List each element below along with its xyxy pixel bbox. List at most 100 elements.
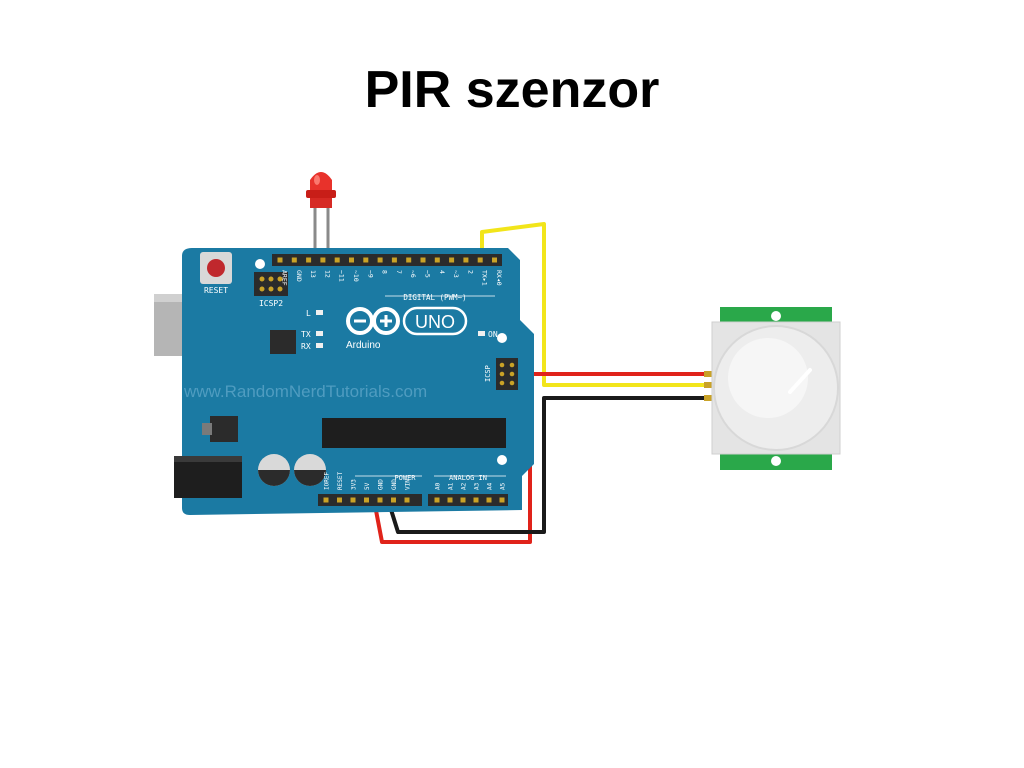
analog-pin-label: A4 [487,482,494,490]
digital-label: DIGITAL (PWM~) [403,293,466,302]
power-pin [404,497,410,503]
power-pin [337,497,342,503]
power-pin-label: RESET [337,472,344,490]
analog-label: ANALOG IN [449,474,487,482]
led-l-label: L [306,309,311,318]
atmega-chip [322,418,506,448]
digital-pin-label: 8 [381,270,389,274]
voltage-regulator [210,416,238,442]
dc-power-jack [174,456,242,498]
digital-pin [277,257,283,263]
power-pin-label: IOREF [324,472,331,490]
digital-pin [320,257,326,263]
mounting-hole [497,333,507,343]
digital-pin-label: 12 [323,270,331,278]
reset-label: RESET [204,286,228,295]
analog-pin [473,497,479,503]
digital-pin-label: ~3 [452,270,460,278]
led-rx [316,343,323,348]
power-header [318,494,422,506]
analog-pin-label: A5 [500,482,507,490]
digital-pin-label: 2 [466,270,474,274]
power-pin-label: GND [391,479,398,490]
analog-pin-label: A3 [474,482,481,490]
uno-label: UNO [415,312,455,332]
led-on [478,331,485,336]
digital-pin [449,257,455,263]
capacitor [294,454,326,486]
uno-badge [402,306,468,336]
digital-pin [377,257,383,263]
mounting-hole [497,455,507,465]
capacitor [258,454,290,486]
mounting-hole [255,259,265,269]
digital-pin-label: 13 [309,270,317,278]
on-label: ON [488,330,498,339]
digital-pin-label: RX◂0 [495,270,503,286]
analog-pin-label: A0 [435,482,442,490]
digital-pin [306,257,312,263]
power-pin-label: GND [378,479,385,490]
power-pin-label: 3V3 [351,479,358,490]
digital-pin [391,257,397,263]
digital-pin [477,257,483,263]
black-ground-wire [386,396,718,534]
digital-pin-label: 7 [395,270,403,274]
digital-pin [492,257,497,263]
led-tx-label: TX [301,330,311,339]
analog-pin [499,497,505,503]
icsp-header: ICSP [484,358,518,390]
led-l [316,310,323,315]
led-rx-label: RX [301,342,311,351]
digital-pin [349,257,354,263]
power-pin [350,497,356,503]
digital-pin [463,257,469,263]
icsp-label: ICSP [484,365,492,382]
digital-pin [406,257,412,263]
analog-pin [447,497,453,503]
digital-pin-label: ~10 [352,270,360,282]
red-led [306,172,336,262]
watermark: www.RandomNerdTutorials.com [183,382,427,401]
digital-pin-label: AREF [281,270,289,286]
yellow-signal-wire [480,222,718,387]
power-pin-label: VIN [405,479,412,490]
digital-pin-label: GND [295,270,303,282]
analog-pin [434,497,440,503]
power-pin [323,497,329,503]
digital-pin-label: ~11 [338,270,346,282]
analog-header [428,494,508,506]
arduino-logo-icon [346,307,400,335]
digital-pin [363,257,369,263]
digital-pin-label: ~6 [409,270,417,278]
digital-header [272,254,502,266]
slide-title: PIR szenzor [364,61,660,119]
digital-pin-label: ~9 [366,270,374,278]
analog-pin-label: A1 [448,482,455,490]
pir-sensor [704,307,841,470]
led-tx [316,331,323,336]
digital-pin [420,257,426,263]
digital-pin [434,257,440,263]
digital-pin-label: 4 [438,270,446,274]
digital-pin-label: TX▸1 [481,270,489,286]
power-pin [391,497,396,503]
icsp2-header: ICSP2 [254,272,288,308]
icsp2-label: ICSP2 [259,299,283,308]
digital-pin [334,257,340,263]
analog-pin-label: A2 [461,482,468,490]
power-pin [364,497,369,503]
power-pin [377,497,383,503]
digital-pin [291,257,297,263]
board-pcb [182,248,534,515]
digital-pin-label: ~5 [424,270,432,278]
analog-pin [486,497,492,503]
analog-pin [460,497,466,503]
usb-chip [270,330,296,354]
power-pin-label: 5V [364,482,371,490]
brand-label: Arduino [346,340,381,351]
red-power-wire [372,372,718,544]
